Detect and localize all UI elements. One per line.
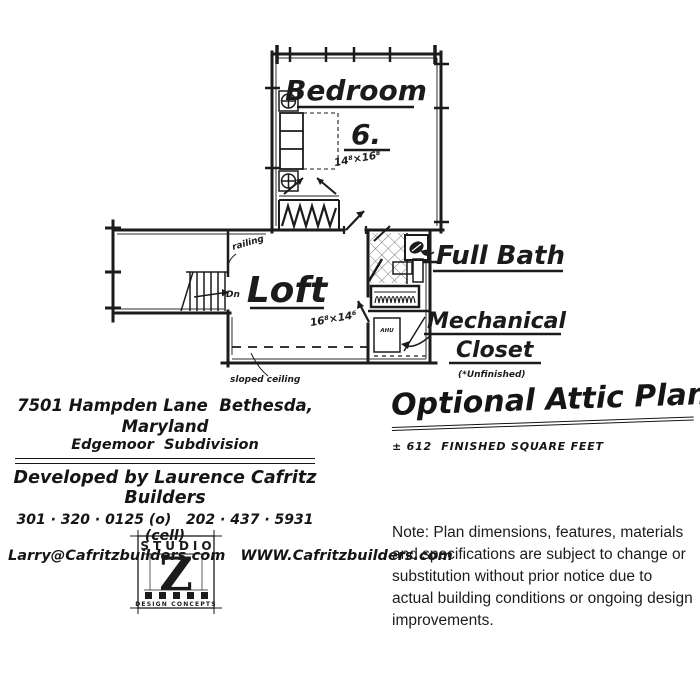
ahu-label: AHU — [379, 328, 394, 334]
bedroom-label: Bedroom — [285, 74, 427, 107]
ahu-unit — [373, 317, 401, 353]
finished-area-label: ± 612 FINISHED SQUARE FEET — [392, 440, 604, 453]
bedroom-door-arrowhead — [356, 211, 364, 218]
bedroom-dims: 14⁸×16⁸ — [333, 149, 382, 169]
full-bath-label: Full Bath — [436, 241, 565, 271]
sheet-title: Optional Attic Plan — [390, 377, 700, 431]
plan-walls — [111, 50, 445, 368]
mechanical-arrowhead — [401, 341, 410, 349]
full-bath-arrowhead — [420, 249, 429, 256]
bed — [279, 112, 339, 170]
sheet-title-block: Optional Attic Plan ± 612 FINISHED SQUAR… — [390, 377, 700, 453]
logo-studio-text: STUDIO — [140, 539, 215, 553]
stairs — [180, 271, 228, 312]
mechanical-label: Mechanical — [427, 309, 566, 334]
unfinished-label: (*Unfinished) — [458, 370, 526, 380]
logo-border — [137, 535, 215, 609]
sloped-ceiling-leader — [250, 352, 269, 377]
loft-side-door-arrowhead — [357, 301, 364, 309]
double-rule — [15, 457, 315, 464]
nightstand-lamp-top — [278, 90, 299, 112]
loft-dims: 16⁸×14⁶ — [309, 309, 358, 329]
bath-sink-vanity — [392, 258, 424, 283]
closet-door-arrow-left — [296, 178, 303, 185]
window-ticks — [105, 45, 449, 310]
railing-leader — [227, 253, 237, 267]
logo-squares — [145, 592, 208, 599]
sloped-ceiling-label: sloped ceiling — [230, 375, 301, 385]
toilet — [404, 234, 429, 261]
mechanical-closet-label: Closet — [456, 338, 535, 363]
bath-door-swing — [367, 225, 391, 282]
down-label: Dn — [226, 290, 240, 300]
bedroom-door — [342, 210, 368, 234]
floor-plan: AHU Bedroom 6. 14⁸×16⁸ Loft 16⁸×14⁶ rail… — [105, 45, 566, 385]
loft-label: Loft — [247, 270, 329, 311]
railing-label: railing — [231, 234, 266, 253]
bedroom-number: 6. — [351, 118, 381, 151]
plan-wall-inner-lines — [117, 57, 438, 360]
logo-tagline: DESIGN CONCEPTS — [135, 601, 217, 608]
closet-door-arrow-right — [317, 178, 324, 185]
studio-z-logo: STUDIO Z DESIGN CONCEPTS — [128, 530, 224, 614]
bathtub — [369, 284, 421, 309]
logo-guides — [144, 554, 208, 591]
nightstand-lamp-bottom — [278, 170, 299, 192]
address-line1: 7501 Hampden Lane Bethesda, Maryland — [17, 396, 313, 436]
developer-line: Developed by Laurence Cafritz Builders — [13, 467, 317, 508]
disclaimer-note: Note: Plan dimensions, features, materia… — [392, 524, 693, 629]
bedroom-closet — [278, 195, 340, 230]
address-line2: Edgemoor Subdivision — [71, 437, 259, 454]
contact-line: Larry@Cafritzbuilders.com WWW.Cafritzbui… — [8, 547, 453, 564]
project-info-block: 7501 Hampden Lane Bethesda, Maryland Edg… — [8, 396, 453, 564]
stairs-down-arrowhead — [222, 289, 229, 297]
